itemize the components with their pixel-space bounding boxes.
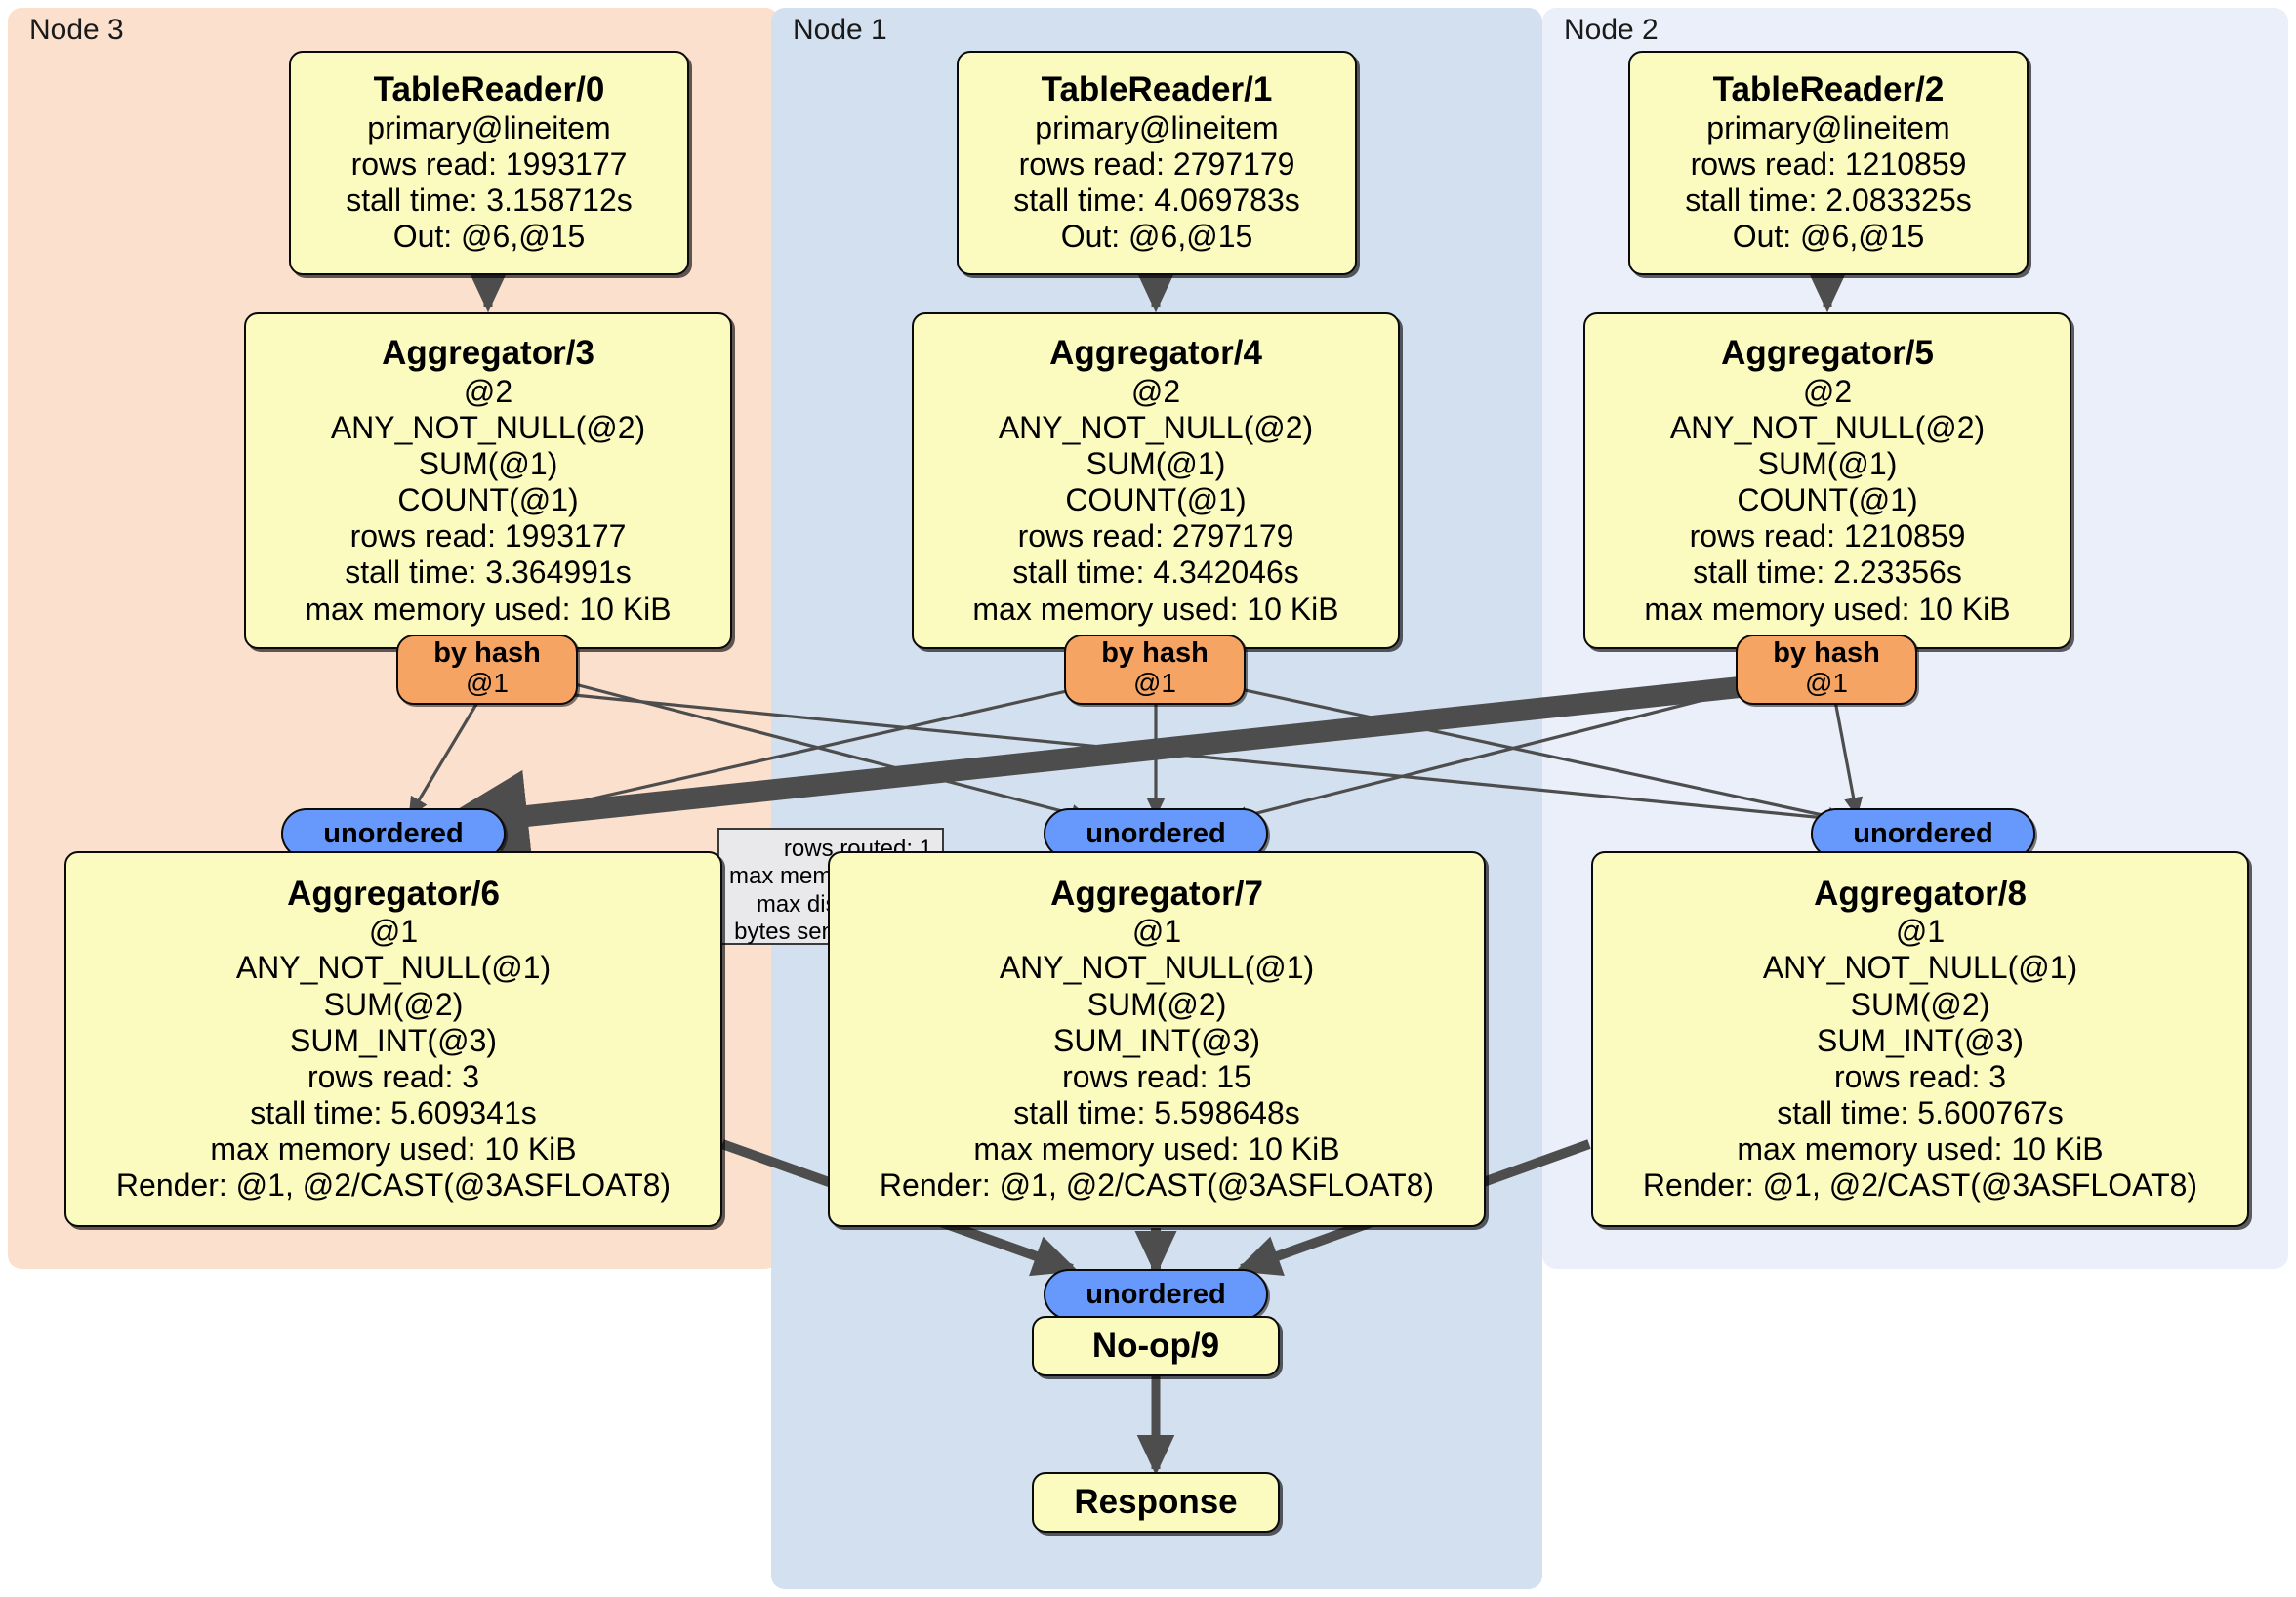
operator-aggregator-8[interactable]: Aggregator/8 @1 ANY_NOT_NULL(@1) SUM(@2)… (1591, 851, 2249, 1227)
operator-detail: COUNT(@1) (1737, 482, 1918, 518)
operator-title: Aggregator/5 (1721, 334, 1934, 373)
operator-title: Aggregator/6 (287, 874, 500, 913)
operator-detail: @1 (1895, 914, 1946, 950)
operator-detail: COUNT(@1) (397, 482, 579, 518)
operator-detail: stall time: 5.609341s (250, 1094, 537, 1130)
operator-title: Response (1074, 1482, 1238, 1521)
operator-detail: rows read: 1993177 (350, 146, 628, 183)
operator-detail: @1 (368, 914, 419, 950)
operator-detail: rows read: 1993177 (349, 518, 627, 554)
operator-detail: Out: @6,@15 (1060, 219, 1253, 255)
cluster-label-node-1: Node 1 (793, 14, 887, 46)
router-title: by hash (433, 636, 541, 669)
operator-detail: SUM(@1) (1086, 446, 1226, 482)
router-title: by hash (1773, 636, 1880, 669)
router-column: @1 (1805, 668, 1848, 699)
operator-aggregator-4[interactable]: Aggregator/4 @2 ANY_NOT_NULL(@2) SUM(@1)… (912, 312, 1400, 649)
operator-detail: ANY_NOT_NULL(@2) (330, 410, 646, 446)
operator-detail: primary@lineitem (1706, 110, 1950, 146)
operator-response[interactable]: Response (1032, 1472, 1280, 1533)
operator-detail: ANY_NOT_NULL(@1) (1762, 950, 2078, 986)
operator-detail: ANY_NOT_NULL(@1) (235, 950, 552, 986)
operator-aggregator-5[interactable]: Aggregator/5 @2 ANY_NOT_NULL(@2) SUM(@1)… (1583, 312, 2071, 649)
operator-detail: max memory used: 10 KiB (1737, 1131, 2104, 1167)
operator-tablereader-2[interactable]: TableReader/2 primary@lineitem rows read… (1628, 51, 2029, 275)
operator-title: Aggregator/8 (1814, 874, 2027, 913)
synchronizer-unordered-final[interactable]: unordered (1044, 1269, 1268, 1320)
cluster-label-node-2: Node 2 (1564, 14, 1659, 46)
operator-detail: rows read: 2797179 (1018, 146, 1295, 183)
operator-no-op-9[interactable]: No-op/9 (1032, 1316, 1280, 1376)
operator-aggregator-3[interactable]: Aggregator/3 @2 ANY_NOT_NULL(@2) SUM(@1)… (244, 312, 732, 649)
operator-detail: SUM_INT(@3) (1816, 1022, 2025, 1058)
operator-detail: rows read: 15 (1062, 1058, 1251, 1094)
operator-detail: @2 (463, 373, 513, 409)
operator-detail: ANY_NOT_NULL(@1) (999, 950, 1315, 986)
operator-aggregator-7[interactable]: Aggregator/7 @1 ANY_NOT_NULL(@1) SUM(@2)… (828, 851, 1486, 1227)
operator-title: Aggregator/3 (382, 334, 594, 373)
operator-detail: SUM(@1) (418, 446, 558, 482)
operator-detail: Render: @1, @2/CAST(@3ASFLOAT8) (1642, 1167, 2198, 1204)
operator-title: TableReader/2 (1712, 70, 1945, 109)
router-by-hash-node1[interactable]: by hash @1 (1064, 635, 1246, 705)
router-by-hash-node3[interactable]: by hash @1 (396, 635, 578, 705)
operator-detail: stall time: 3.364991s (345, 554, 632, 591)
operator-detail: max memory used: 10 KiB (305, 591, 672, 627)
operator-detail: SUM_INT(@3) (1052, 1022, 1261, 1058)
operator-detail: max memory used: 10 KiB (1644, 591, 2011, 627)
operator-detail: @1 (1131, 914, 1182, 950)
synchronizer-unordered-node1[interactable]: unordered (1044, 808, 1268, 859)
operator-detail: stall time: 3.158712s (346, 183, 633, 219)
operator-detail: rows read: 3 (307, 1058, 480, 1094)
synchronizer-label: unordered (1086, 1278, 1226, 1310)
operator-title: TableReader/0 (373, 70, 605, 109)
router-title: by hash (1101, 636, 1209, 669)
router-by-hash-node2[interactable]: by hash @1 (1736, 635, 1917, 705)
cluster-label-node-3: Node 3 (29, 14, 124, 46)
operator-detail: COUNT(@1) (1065, 482, 1247, 518)
operator-detail: max memory used: 10 KiB (210, 1131, 577, 1167)
operator-detail: ANY_NOT_NULL(@2) (1669, 410, 1986, 446)
operator-detail: stall time: 5.598648s (1013, 1094, 1300, 1130)
synchronizer-label: unordered (1853, 817, 1993, 849)
operator-title: Aggregator/7 (1050, 874, 1263, 913)
operator-detail: stall time: 2.23356s (1693, 554, 1962, 591)
operator-detail: SUM(@2) (1850, 986, 1990, 1022)
operator-detail: primary@lineitem (367, 110, 611, 146)
operator-detail: ANY_NOT_NULL(@2) (998, 410, 1314, 446)
operator-title: TableReader/1 (1041, 70, 1273, 109)
operator-detail: SUM(@2) (1086, 986, 1227, 1022)
operator-detail: max memory used: 10 KiB (973, 1131, 1340, 1167)
operator-detail: SUM_INT(@3) (289, 1022, 498, 1058)
operator-detail: Out: @6,@15 (1732, 219, 1925, 255)
operator-detail: SUM(@1) (1757, 446, 1898, 482)
operator-detail: @2 (1130, 373, 1181, 409)
operator-aggregator-6[interactable]: Aggregator/6 @1 ANY_NOT_NULL(@1) SUM(@2)… (64, 851, 722, 1227)
operator-detail: primary@lineitem (1035, 110, 1279, 146)
operator-detail: SUM(@2) (323, 986, 464, 1022)
operator-title: No-op/9 (1091, 1326, 1220, 1365)
operator-detail: rows read: 1210859 (1689, 518, 1966, 554)
operator-detail: max memory used: 10 KiB (972, 591, 1339, 627)
synchronizer-label: unordered (1086, 817, 1226, 849)
operator-detail: stall time: 4.342046s (1012, 554, 1299, 591)
operator-detail: stall time: 2.083325s (1685, 183, 1972, 219)
operator-detail: stall time: 5.600767s (1777, 1094, 2064, 1130)
synchronizer-unordered-node2[interactable]: unordered (1811, 808, 2035, 859)
operator-detail: Out: @6,@15 (392, 219, 586, 255)
operator-title: Aggregator/4 (1049, 334, 1262, 373)
operator-detail: Render: @1, @2/CAST(@3ASFLOAT8) (115, 1167, 672, 1204)
operator-detail: rows read: 1210859 (1690, 146, 1967, 183)
operator-detail: Render: @1, @2/CAST(@3ASFLOAT8) (879, 1167, 1435, 1204)
operator-detail: rows read: 3 (1833, 1058, 2007, 1094)
operator-detail: stall time: 4.069783s (1013, 183, 1300, 219)
operator-tablereader-0[interactable]: TableReader/0 primary@lineitem rows read… (289, 51, 689, 275)
router-column: @1 (466, 668, 509, 699)
synchronizer-label: unordered (323, 817, 464, 849)
router-column: @1 (1133, 668, 1176, 699)
operator-detail: rows read: 2797179 (1017, 518, 1294, 554)
operator-detail: @2 (1802, 373, 1853, 409)
operator-tablereader-1[interactable]: TableReader/1 primary@lineitem rows read… (957, 51, 1357, 275)
